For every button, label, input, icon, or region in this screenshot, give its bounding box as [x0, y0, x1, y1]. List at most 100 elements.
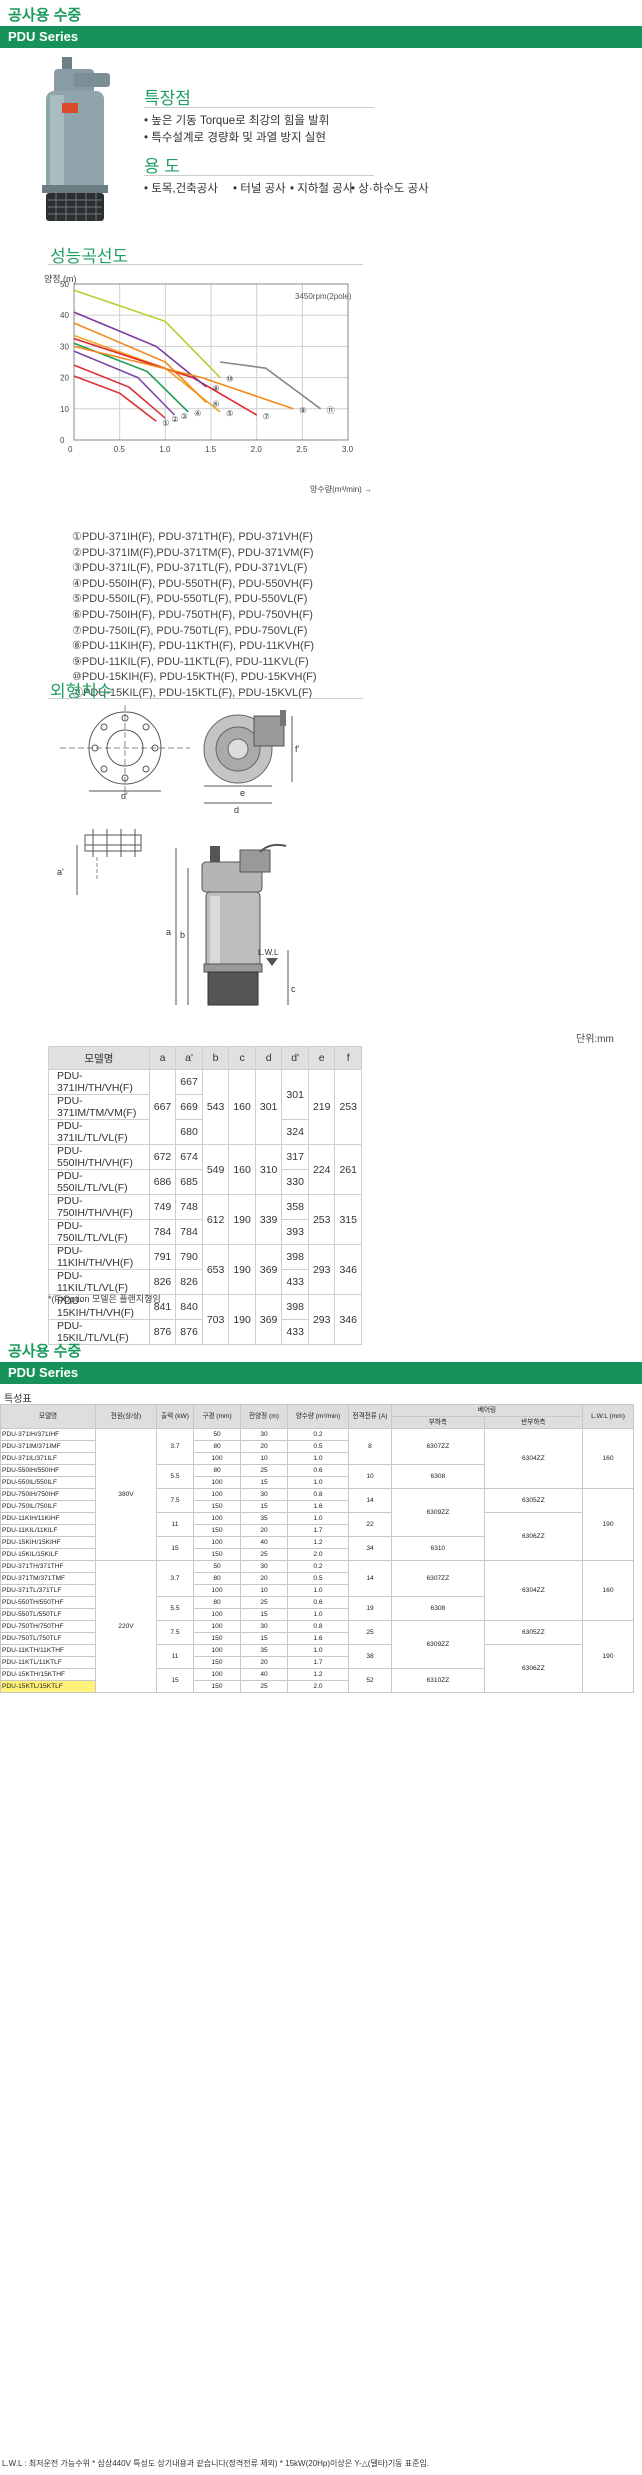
dims-divider [48, 698, 363, 699]
series-label: ⑪ [327, 406, 335, 415]
spec-footnote: L.W.L : 최저운전 가능수위 * 삼상440V 특성도 상기내용과 같습니… [2, 2459, 430, 2468]
col-model: 모델명 [0, 1404, 96, 1429]
col-flow: 양수량 (m³/min) [287, 1404, 349, 1429]
x-tick-label: 2.5 [296, 445, 308, 454]
usage-item-4: • 상·하수도 공사 [351, 183, 429, 195]
x-tick-label: 0 [68, 445, 73, 454]
col-d: d [254, 1046, 283, 1070]
pump-product-image [42, 57, 110, 221]
series-line [73, 375, 157, 422]
legend-item: ⑩PDU-15KIH(F), PDU-15KTH(F), PDU-15KVH(F… [72, 671, 317, 684]
dims-title: 외형치수 [50, 682, 113, 701]
series-bar: PDU Series [0, 26, 642, 48]
features-title: 특장점 [144, 89, 191, 108]
usage-item-3: • 지하철 공사 [290, 183, 354, 195]
col-e: e [307, 1046, 336, 1070]
series-line [219, 361, 322, 410]
dim-lwl: L.W.L [258, 948, 279, 957]
perf-divider [48, 264, 363, 265]
y-tick-label: 40 [60, 311, 69, 320]
series-label: ③ [180, 412, 187, 421]
flange-side-drawing: a' [57, 829, 142, 895]
series-label: ⑨ [299, 406, 306, 415]
series-label-2: PDU Series [8, 1365, 79, 1380]
series-label: ② [171, 415, 178, 424]
y-tick-label: 30 [60, 342, 69, 351]
legend-item: ③PDU-371IL(F), PDU-371TL(F), PDU-371VL(F… [72, 562, 308, 575]
dim-f-prime: f' [295, 744, 300, 754]
x-axis-label: 양수량(m³/min) → [310, 484, 370, 494]
col-head: 전양정 (m) [240, 1404, 288, 1429]
usage-item-2: • 터널 공사 [233, 183, 286, 195]
spec-title: 특성표 [4, 1394, 32, 1405]
dim-d-prime: d' [121, 791, 128, 800]
legend-item: ⑦PDU-750IL(F), PDU-750TL(F), PDU-750VL(F… [72, 624, 308, 637]
plot-frame [73, 283, 349, 441]
legend-item: ⑧PDU-11KIH(F), PDU-11KTH(F), PDU-11KVH(F… [72, 640, 315, 653]
series-label: ① [162, 418, 169, 427]
legend-item: ⑪PDU-15KIL(F), PDU-15KTL(F), PDU-15KVL(F… [72, 686, 313, 699]
flange-drawing: d' [60, 705, 190, 800]
series-label: ⑩ [226, 375, 233, 384]
series-line [73, 337, 258, 416]
series-label: ④ [194, 409, 201, 418]
feature-item-2: • 특수설계로 경량화 및 과열 방지 실현 [144, 132, 326, 144]
spec-header-row: 모델명 전원(상/상) 출력 (kW) 구경 (mm) 전양정 (m) 양수량 … [0, 1404, 634, 1429]
chart-grid [73, 283, 349, 441]
spec-subheader-row: 부하측 반부하측 [1, 1416, 634, 1429]
brand-title-2: 공사용 수중 [8, 1343, 82, 1360]
unit-label: 단위:mm [576, 1034, 614, 1045]
usage-item-1: • 토목,건축공사 [144, 183, 218, 195]
usage-divider [144, 175, 374, 176]
features-divider [144, 107, 374, 108]
y-tick-label: 0 [60, 436, 65, 445]
col-a-prime: a' [175, 1046, 203, 1070]
feature-item-1: • 높은 기동 Torque로 최강의 힘을 발휘 [144, 115, 330, 127]
col-bearing-load: 부하측 [391, 1416, 485, 1429]
dim-a-prime: a' [57, 867, 64, 877]
series-bar-2: PDU Series [0, 1362, 642, 1384]
legend-item: ②PDU-371IM(F),PDU-371TM(F), PDU-371VM(F) [72, 546, 314, 559]
col-c: c [228, 1046, 256, 1070]
col-a: a [148, 1046, 177, 1070]
series-label: ⑥ [212, 400, 219, 409]
series-line [73, 289, 221, 379]
col-power: 전원(상/상) [95, 1404, 157, 1429]
series-line [73, 322, 207, 404]
series-label: ⑤ [226, 409, 233, 418]
series-label: ⑧ [212, 384, 219, 393]
col-bore: 구경 (mm) [193, 1404, 241, 1429]
spec-table: 모델명 전원(상/상) 출력 (kW) 구경 (mm) 전양정 (m) 양수량 … [0, 1404, 634, 1693]
legend-item: ⑤PDU-550IL(F), PDU-550TL(F), PDU-550VL(F… [72, 593, 308, 606]
usage-title: 용 도 [144, 157, 181, 176]
series-label: PDU Series [8, 29, 79, 44]
legend-item: ④PDU-550IH(F), PDU-550TH(F), PDU-550VH(F… [72, 577, 313, 590]
col-d-prime: d' [281, 1046, 309, 1070]
series-line [73, 350, 176, 416]
dim-b: b [180, 930, 185, 940]
legend-item: ⑨PDU-11KIL(F), PDU-11KTL(F), PDU-11KVL(F… [72, 655, 309, 668]
pump-top-view: e d f' [203, 710, 300, 815]
col-bearing-anti: 반부하측 [483, 1416, 584, 1429]
dim-e: e [240, 788, 245, 798]
flange-note: *(F)Option 모델은 플랜지형임 [48, 1294, 161, 1304]
